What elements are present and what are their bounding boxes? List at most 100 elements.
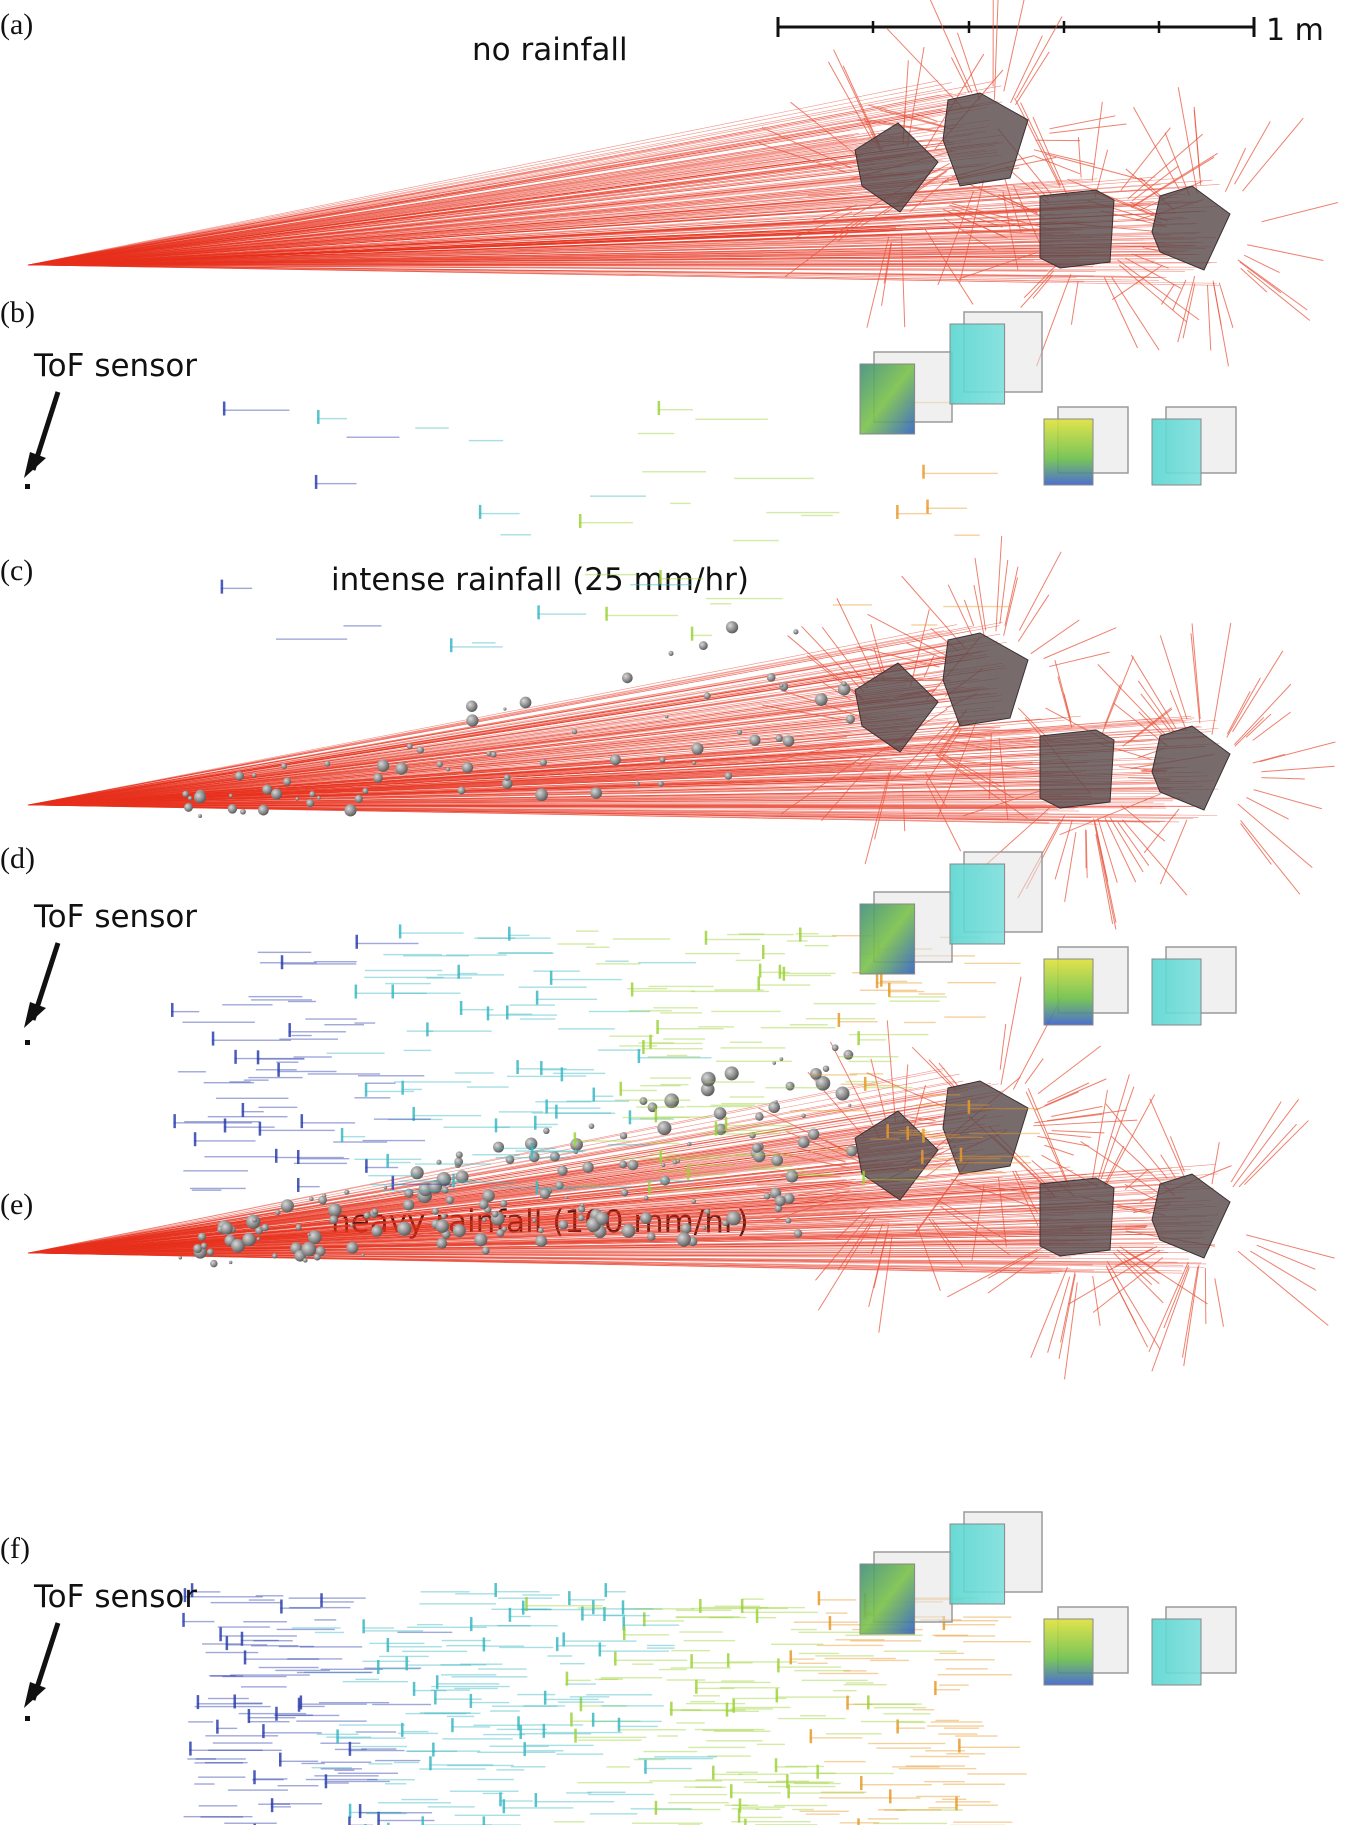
noise-streak bbox=[557, 943, 595, 945]
noise-streak bbox=[366, 1812, 407, 1815]
scattered-ray bbox=[1097, 1074, 1130, 1180]
noise-streak bbox=[334, 1769, 355, 1771]
noise-streak bbox=[382, 1189, 457, 1192]
scattered-ray bbox=[929, 0, 973, 94]
noise-streak bbox=[732, 1697, 787, 1700]
noise-return bbox=[777, 1658, 780, 1673]
noise-streak bbox=[594, 1678, 619, 1681]
target-cube-4 bbox=[1151, 725, 1231, 811]
noise-streak bbox=[683, 1639, 736, 1642]
noise-streak bbox=[386, 1646, 442, 1648]
noise-return bbox=[581, 1606, 584, 1621]
noise-streak bbox=[190, 1187, 246, 1190]
noise-streak bbox=[446, 1715, 475, 1718]
noise-streak bbox=[930, 1721, 983, 1723]
scattered-ray bbox=[1046, 1109, 1127, 1122]
noise-return bbox=[659, 1149, 662, 1164]
noise-streak bbox=[499, 1800, 533, 1802]
noise-streak bbox=[660, 1012, 703, 1014]
lidar-ray bbox=[27, 641, 950, 806]
noise-streak bbox=[207, 1115, 288, 1118]
noise-streak bbox=[577, 1781, 653, 1784]
scattered-ray bbox=[1131, 152, 1218, 208]
noise-streak bbox=[685, 952, 740, 955]
noise-streak bbox=[222, 409, 290, 411]
noise-return bbox=[670, 1701, 673, 1716]
scattered-ray bbox=[759, 142, 846, 173]
noise-streak bbox=[508, 934, 530, 937]
noise-streak bbox=[358, 1075, 425, 1077]
lidar-ray bbox=[27, 176, 956, 266]
noise-streak bbox=[853, 1703, 917, 1705]
scattered-ray bbox=[909, 177, 950, 213]
noise-streak bbox=[419, 1768, 486, 1770]
noise-streak bbox=[640, 1084, 681, 1087]
noise-streak bbox=[598, 1650, 670, 1652]
noise-streak bbox=[204, 1156, 277, 1158]
scattered-ray bbox=[870, 623, 885, 673]
noise-streak bbox=[579, 1705, 627, 1707]
noise-streak bbox=[568, 1599, 605, 1601]
scattered-ray bbox=[1032, 274, 1053, 299]
noise-streak bbox=[591, 1720, 662, 1723]
noise-return bbox=[889, 1789, 892, 1804]
noise-streak bbox=[346, 436, 400, 438]
sensor-dot bbox=[25, 1040, 30, 1045]
noise-streak bbox=[547, 1655, 573, 1657]
noise-streak bbox=[775, 1696, 851, 1698]
noise-streak bbox=[450, 1790, 519, 1792]
scattered-ray bbox=[1230, 1101, 1282, 1183]
scattered-ray bbox=[1191, 623, 1201, 720]
noise-return bbox=[275, 1706, 278, 1721]
noise-return bbox=[896, 504, 899, 519]
scattered-ray bbox=[1100, 1086, 1135, 1180]
noise-streak bbox=[472, 642, 496, 644]
noise-return bbox=[241, 1102, 245, 1117]
noise-streak bbox=[401, 1798, 439, 1801]
noise-streak bbox=[643, 1750, 698, 1753]
noise-return bbox=[193, 1132, 197, 1147]
noise-streak bbox=[839, 1822, 879, 1824]
noise-return bbox=[542, 1723, 546, 1738]
sensor-marker-d: ToF sensor bbox=[24, 899, 197, 1045]
noise-return bbox=[317, 409, 320, 424]
scattered-ray bbox=[928, 1218, 964, 1267]
noise-streak bbox=[426, 1030, 492, 1032]
scattered-ray bbox=[1130, 654, 1177, 729]
noise-streak bbox=[248, 1076, 303, 1079]
noise-return bbox=[499, 1792, 502, 1807]
noise-streak bbox=[537, 613, 587, 615]
lidar-ray bbox=[27, 660, 961, 806]
raindrop bbox=[570, 1138, 583, 1151]
noise-streak bbox=[756, 1781, 834, 1783]
scattered-ray bbox=[1104, 684, 1122, 726]
noise-streak bbox=[276, 1061, 299, 1063]
raindrop bbox=[580, 1203, 585, 1208]
noise-return bbox=[778, 964, 782, 979]
noise-streak bbox=[247, 1716, 296, 1719]
noise-return bbox=[279, 1752, 282, 1767]
scattered-ray bbox=[916, 1225, 941, 1292]
target-cube-2 bbox=[942, 632, 1029, 727]
noise-streak bbox=[229, 1081, 251, 1083]
noise-streak bbox=[194, 1705, 271, 1708]
scattered-ray bbox=[1116, 1206, 1151, 1215]
noise-streak bbox=[195, 1758, 217, 1760]
noise-streak bbox=[482, 1792, 504, 1795]
scattered-ray bbox=[971, 1184, 985, 1261]
noise-streak bbox=[494, 1147, 556, 1150]
noise-streak bbox=[771, 1643, 824, 1645]
sensor-dot bbox=[25, 484, 30, 489]
noise-streak bbox=[508, 1615, 531, 1618]
noise-return bbox=[782, 966, 786, 981]
scattered-ray bbox=[798, 1185, 850, 1196]
scattered-ray bbox=[1149, 1098, 1186, 1180]
noise-streak bbox=[588, 1010, 651, 1013]
noise-return bbox=[523, 1742, 526, 1757]
lidar-ray bbox=[27, 142, 907, 266]
noise-streak bbox=[778, 972, 836, 975]
scattered-ray bbox=[1250, 1250, 1317, 1291]
noise-streak bbox=[793, 1621, 859, 1623]
raindrop bbox=[692, 761, 697, 765]
scattered-ray bbox=[1237, 803, 1313, 869]
